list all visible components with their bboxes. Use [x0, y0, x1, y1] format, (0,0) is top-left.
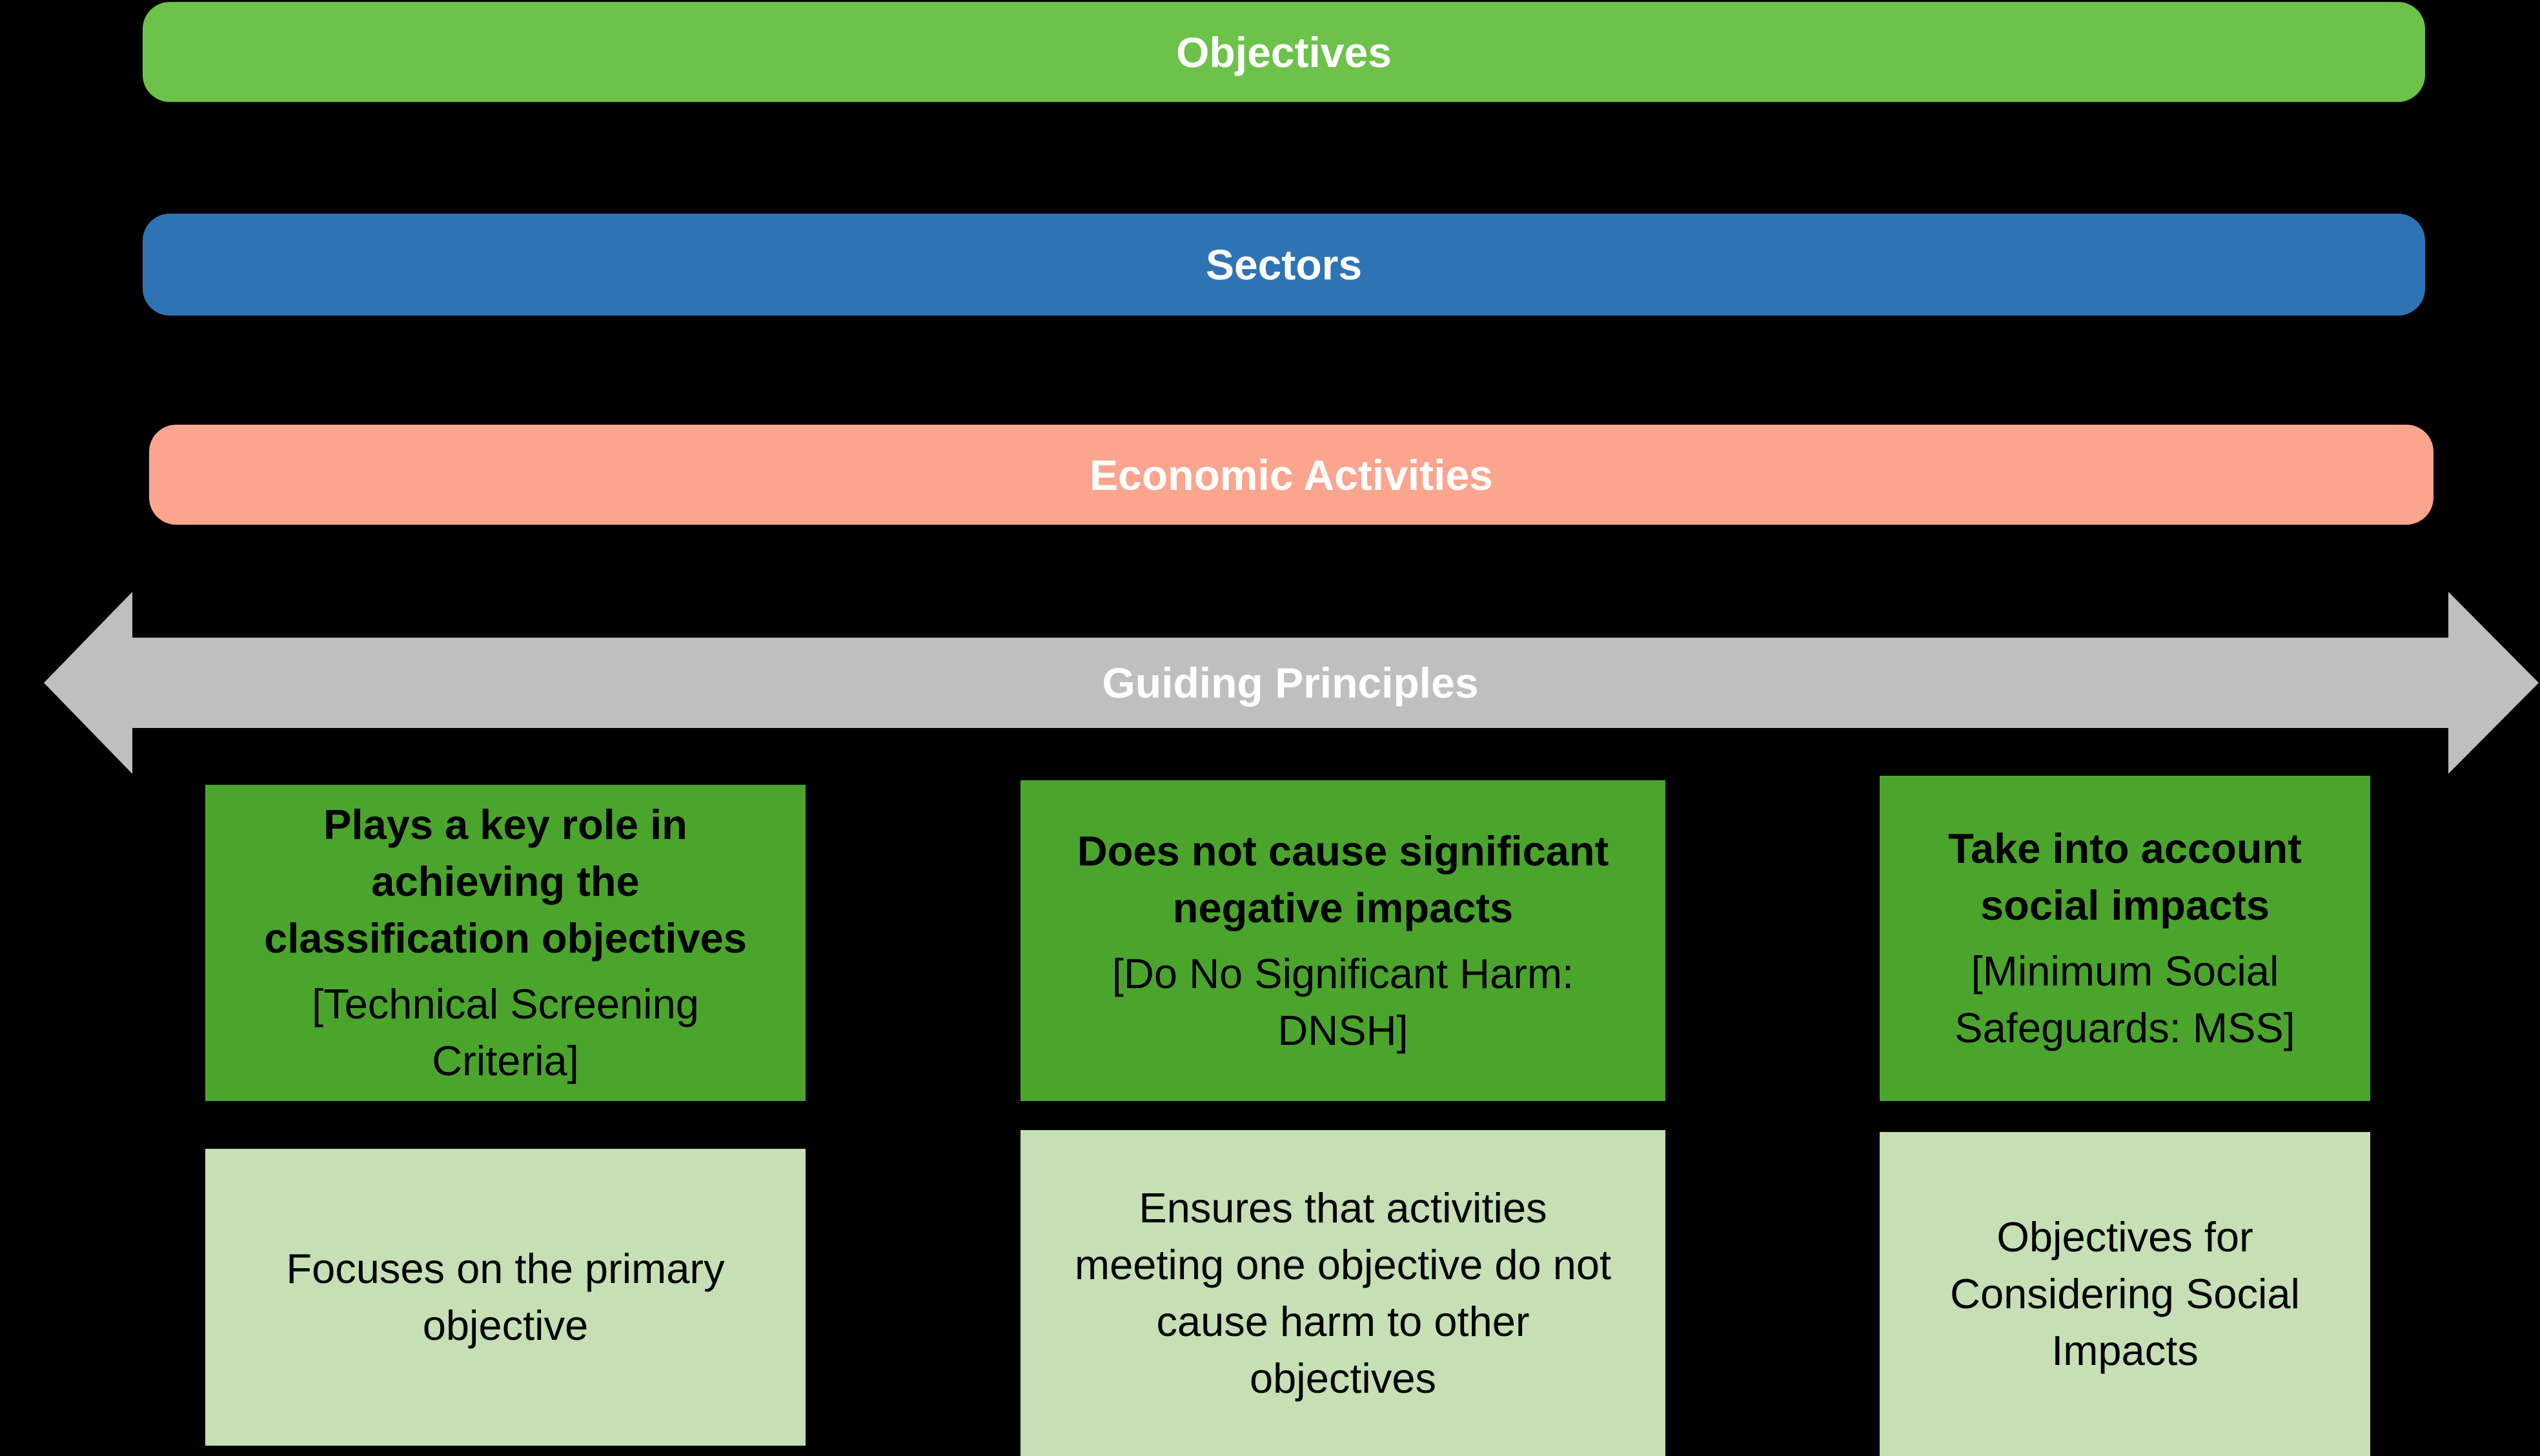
- criteria-bracket-label: [Do No Significant Harm: DNSH]: [1112, 949, 1574, 1054]
- criteria-headline: Plays a key role in achieving the classi…: [264, 801, 747, 962]
- objectives-bar: Objectives: [143, 2, 2425, 102]
- detail-box-dnsh: Ensures that activities meeting one obje…: [1021, 1130, 1665, 1456]
- criteria-headline: Does not cause significant negative impa…: [1077, 827, 1609, 931]
- sectors-bar: Sectors: [143, 214, 2425, 316]
- detail-text: Focuses on the primary objective: [286, 1245, 725, 1349]
- criteria-box-technical-screening: Plays a key role in achieving the classi…: [205, 785, 806, 1101]
- double-arrow-right-head-icon: [2448, 592, 2539, 774]
- detail-text: Ensures that activities meeting one obje…: [1074, 1184, 1612, 1402]
- objectives-bar-label: Objectives: [1176, 28, 1392, 76]
- guiding-principles-arrow: Guiding Principles: [132, 638, 2448, 728]
- detail-box-technical-screening: Focuses on the primary objective: [205, 1149, 806, 1446]
- detail-box-mss: Objectives for Considering Social Impact…: [1880, 1132, 2370, 1456]
- criteria-bracket-label: [Technical Screening Criteria]: [312, 980, 699, 1084]
- criteria-headline: Take into account social impacts: [1948, 825, 2302, 929]
- double-arrow-left-head-icon: [44, 592, 132, 774]
- economic-activities-bar-label: Economic Activities: [1090, 450, 1493, 499]
- sectors-bar-label: Sectors: [1205, 241, 1363, 288]
- detail-text: Objectives for Considering Social Impact…: [1950, 1213, 2300, 1374]
- criteria-bracket-label: [Minimum Social Safeguards: MSS]: [1955, 947, 2295, 1051]
- economic-activities-bar: Economic Activities: [149, 425, 2433, 525]
- criteria-box-mss: Take into account social impacts [Minimu…: [1880, 776, 2370, 1101]
- criteria-box-dnsh: Does not cause significant negative impa…: [1021, 780, 1665, 1101]
- guiding-principles-label: Guiding Principles: [1102, 659, 1479, 707]
